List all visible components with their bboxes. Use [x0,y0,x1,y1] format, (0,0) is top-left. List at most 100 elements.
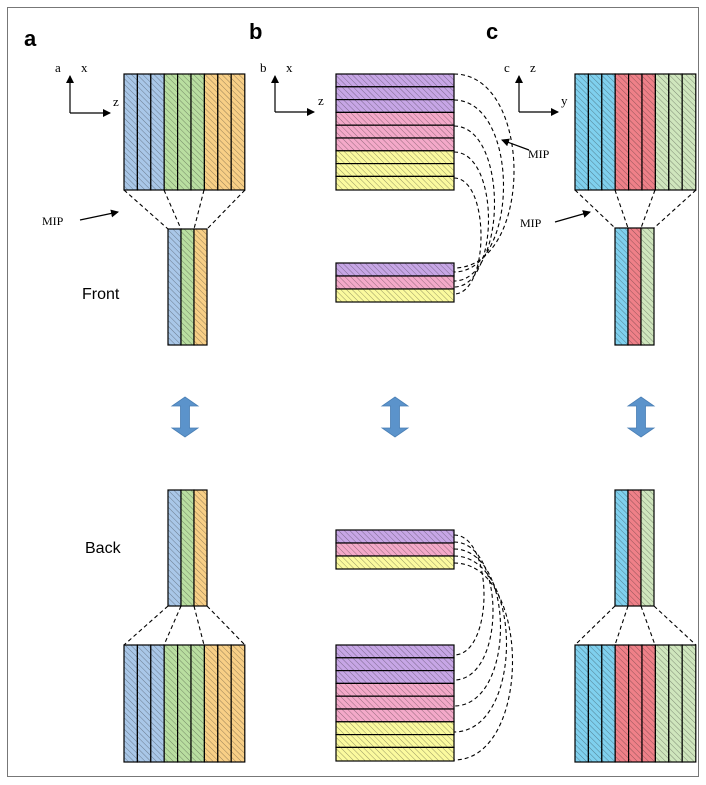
dashesABack-line [163,605,182,646]
stack-a-front-mip [167,228,208,346]
dashesCFront-line [653,189,697,229]
stackCFront-stripe-hatch [588,74,602,190]
mipAFront-stripe-hatch [168,229,181,345]
dashesAFront-line [123,189,169,230]
axis-a-vertical-label: x [81,60,88,75]
dashesAFront-line [193,189,205,230]
curves-b-front [453,73,515,295]
stackBBack-layer-hatch [336,734,454,748]
curvesBFront-curve [453,99,505,273]
mipBBack-layer-hatch [336,543,454,556]
mipBFront-layer-hatch [336,276,454,289]
stackABack-stripe-hatch [191,645,205,762]
axis-c: c z y [504,60,568,116]
stackAFront-stripe-hatch [150,74,165,190]
figure-border [7,7,699,777]
stackAFront-stripe-hatch [231,74,245,190]
stackCBack-stripe-hatch [575,645,589,762]
stackCBack-stripe-hatch [642,645,656,762]
stackABack-stripe-hatch [164,645,178,762]
mipCFront-stripe-hatch [615,228,628,345]
stackBBack-layer-hatch [336,747,454,761]
curvesBBack-curve [453,562,513,761]
stack-a-back-full [123,644,246,763]
stackBBack-layer-hatch [336,670,454,684]
stackBBack-layer-hatch [336,696,454,709]
mipCBack-stripe-hatch [641,490,654,606]
panel-letter-c: c [486,19,498,44]
stackCFront-stripe-hatch [655,74,669,190]
stackBFront-layer-hatch [336,138,454,151]
dashesCBack-line [614,605,629,646]
stackBBack-layer-hatch [336,709,454,722]
curves-b-back [453,534,513,761]
stackCFront-stripe-hatch [668,74,683,190]
curvesBBack-curve [453,555,508,733]
dashesAFront-line [206,189,246,230]
stackABack-stripe-hatch [217,645,232,762]
axis-c-vertical-label: z [530,60,536,75]
stack-a-front-full [123,73,246,191]
stackCBack-stripe-hatch [615,645,629,762]
stack-a-back-mip [167,489,208,607]
stackCFront-stripe-hatch [642,74,656,190]
panel-a: a a x z MIP Front Back [24,26,246,763]
stackBBack-layer-hatch [336,683,454,697]
stackBBack-layer-hatch [336,657,454,671]
mipCFront-stripe-hatch [641,228,654,345]
stackBBack-layer-hatch [336,721,454,735]
axis-a: a x z [55,60,119,117]
mipAFront-stripe-hatch [181,229,194,345]
stackAFront-stripe-hatch [177,74,191,190]
panel-letter-a: a [24,26,37,51]
stackCBack-stripe-hatch [668,645,683,762]
curvesBFront-curve [453,125,495,282]
curvesBFront-curve [453,151,490,288]
double-arrow-a [170,396,200,438]
stackCBack-stripe-hatch [682,645,696,762]
dashesCFront-line [640,189,656,229]
stackCBack-stripe-hatch [628,645,642,762]
mip-label-b: MIP [528,147,550,161]
curvesBBack-curve [453,541,494,681]
mip-arrow-b [501,138,530,151]
stack-b-front-full [335,73,455,191]
stackAFront-stripe-hatch [204,74,218,190]
stack-c-front-full [574,73,697,191]
mip-label-a: MIP [42,214,64,228]
stackAFront-stripe-hatch [124,74,138,190]
stack-c-back-full [574,644,697,763]
stackABack-stripe-hatch [204,645,218,762]
dashesCFront-line [574,189,616,229]
axis-a-horizontal-label: z [113,94,119,109]
curvesBFront-curve [453,177,482,295]
mipAFront-stripe-hatch [194,229,207,345]
stackBFront-layer-hatch [336,163,454,177]
stackCBack-stripe-hatch [588,645,602,762]
mipCBack-stripe-hatch [615,490,628,606]
stack-b-back-full [335,644,455,762]
stackCBack-stripe-hatch [601,645,616,762]
curvesBBack-curve [453,548,501,707]
dashes-c-back [574,605,697,646]
stackBFront-layer-hatch [336,176,454,190]
mip-arrow-c [554,210,591,223]
stackABack-stripe-hatch [231,645,245,762]
dashesCBack-line [653,605,697,646]
stackCFront-stripe-hatch [682,74,696,190]
stackCFront-stripe-hatch [615,74,629,190]
panel-c: c c z y MIP [486,19,697,763]
curvesBBack-curve [453,534,485,656]
stackCFront-stripe-hatch [628,74,642,190]
axis-b: b x z [260,60,324,116]
dashes-a-back [123,605,246,646]
mipBBack-layer-hatch [336,530,454,543]
axis-c-horizontal-label: y [561,93,568,108]
stackAFront-stripe-hatch [164,74,178,190]
mip-arrow-a [79,209,119,221]
double-arrows [170,396,656,438]
curvesBFront-curve [453,73,515,269]
stack-b-front-mip [335,262,455,303]
stack-c-front-mip [614,227,655,346]
